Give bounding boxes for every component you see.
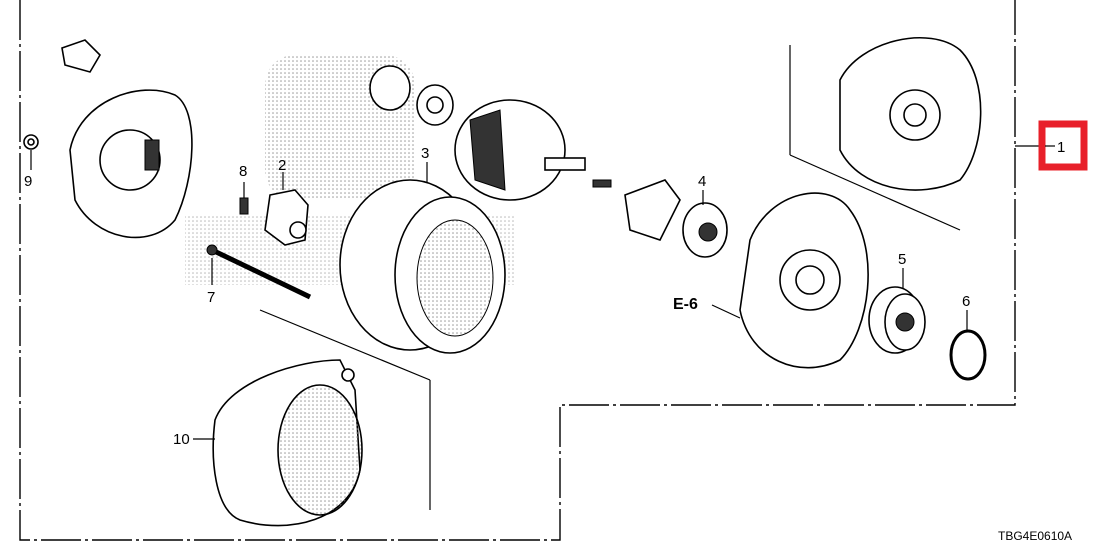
reference-e6[interactable]: E-6	[673, 296, 698, 313]
part-5-pulley[interactable]	[868, 286, 926, 354]
callout-1[interactable]: 1	[1057, 139, 1065, 156]
assembly-boundary	[19, 0, 1016, 541]
callout-8[interactable]: 8	[239, 163, 247, 180]
callout-6[interactable]: 6	[962, 293, 970, 310]
callout-5[interactable]: 5	[898, 251, 906, 268]
terminal-cap[interactable]	[61, 39, 102, 73]
callout-7[interactable]: 7	[207, 289, 215, 306]
callout-1-highlight[interactable]: 1	[1038, 120, 1088, 171]
part-2-brush-holder[interactable]	[264, 189, 309, 246]
rear-cover[interactable]	[69, 89, 193, 239]
part-7-through-bolt[interactable]	[206, 244, 312, 300]
callout-4[interactable]: 4	[698, 173, 706, 190]
bearing-retainer-plate[interactable]	[592, 179, 681, 241]
part-4-bearing[interactable]	[682, 202, 728, 258]
part-9-nut[interactable]	[23, 134, 39, 150]
part-6-ring[interactable]	[949, 329, 987, 381]
leader-lines	[30, 150, 968, 440]
callout-3[interactable]: 3	[421, 145, 429, 162]
part-8-bolt[interactable]	[239, 197, 249, 215]
rotor-bearing-cover[interactable]	[369, 65, 454, 126]
alternator-assembly[interactable]	[839, 37, 982, 191]
diagram-code: TBG4E0610A	[998, 529, 1072, 543]
rotor[interactable]	[454, 99, 586, 201]
callout-2[interactable]: 2	[278, 157, 286, 174]
part-3-stator[interactable]	[339, 179, 506, 354]
callout-9[interactable]: 9	[24, 173, 32, 190]
callout-10[interactable]: 10	[173, 431, 190, 448]
front-housing[interactable]	[739, 192, 869, 369]
part-10-housing[interactable]	[212, 359, 363, 527]
